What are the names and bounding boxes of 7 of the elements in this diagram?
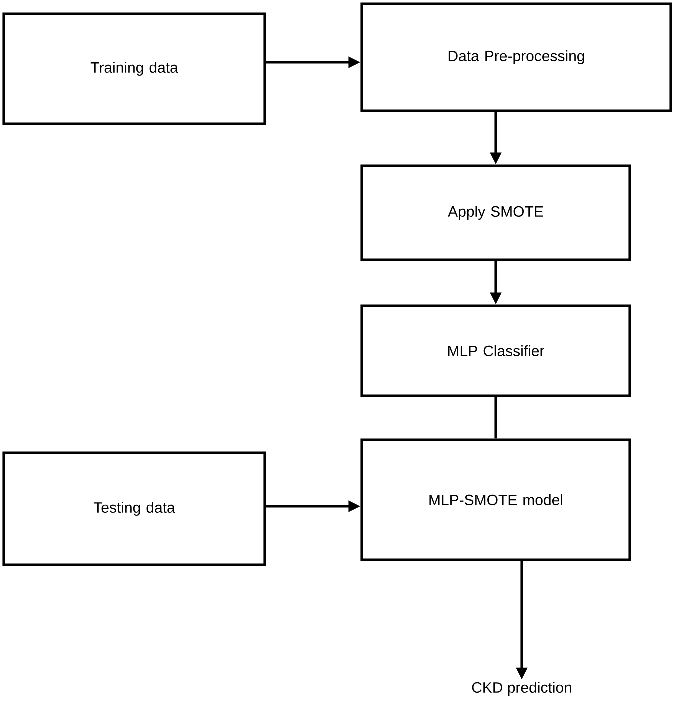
process-box: MLP-SMOTE model [360, 438, 632, 562]
process-box: Data Pre-processing [360, 2, 672, 112]
process-box: Testing data [2, 452, 266, 566]
output-label: CKD prediction [472, 682, 572, 696]
process-box: Training data [2, 12, 266, 126]
process-box: Apply SMOTE [360, 164, 632, 262]
process-box: MLP Classifier [360, 304, 632, 398]
